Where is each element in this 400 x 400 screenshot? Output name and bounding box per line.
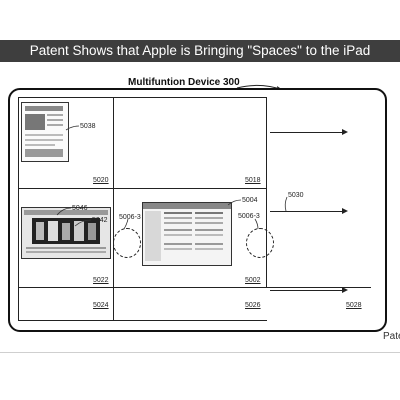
webpage-thumbnail: [21, 102, 69, 162]
cell-label-5018: 5018: [245, 177, 261, 184]
cell-5022[interactable]: 5022: [18, 188, 114, 288]
arrow-mid-head: [342, 208, 348, 214]
cell-label-5026: 5026: [245, 302, 261, 309]
cell-5028[interactable]: 5028: [266, 287, 371, 320]
active-app-screenshot: [142, 202, 232, 266]
cell-5024[interactable]: 5024: [18, 287, 114, 321]
cell-label-5028: 5028: [346, 302, 362, 309]
callout-5042: 5042: [92, 217, 108, 224]
arrow-mid-line: [270, 211, 342, 212]
cell-label-5024: 5024: [93, 302, 109, 309]
cell-label-5020: 5020: [93, 177, 109, 184]
callout-5006-right: 5006-3: [238, 213, 260, 220]
patent-caption: Pate: [383, 331, 400, 342]
arrow-bottom-line: [270, 290, 342, 291]
callout-5046: 5046: [72, 205, 88, 212]
drag-region-right[interactable]: [246, 228, 274, 258]
callout-5038: 5038: [80, 123, 96, 130]
article-banner: Patent Shows that Apple is Bringing "Spa…: [0, 40, 400, 62]
drag-region-left[interactable]: [113, 228, 141, 258]
arrow-bottom-head: [342, 287, 348, 293]
cell-label-5022: 5022: [93, 277, 109, 284]
callout-5030: 5030: [288, 192, 304, 199]
device-title: Multifuntion Device 300: [128, 77, 240, 88]
right-column-divider: [266, 97, 267, 287]
callout-5006-left: 5006-3: [119, 214, 141, 221]
callout-5004: 5004: [242, 197, 258, 204]
cell-label-5002: 5002: [245, 277, 261, 284]
arrow-top-line: [270, 132, 342, 133]
arrow-top-head: [342, 129, 348, 135]
media-thumbnail: [21, 207, 111, 259]
